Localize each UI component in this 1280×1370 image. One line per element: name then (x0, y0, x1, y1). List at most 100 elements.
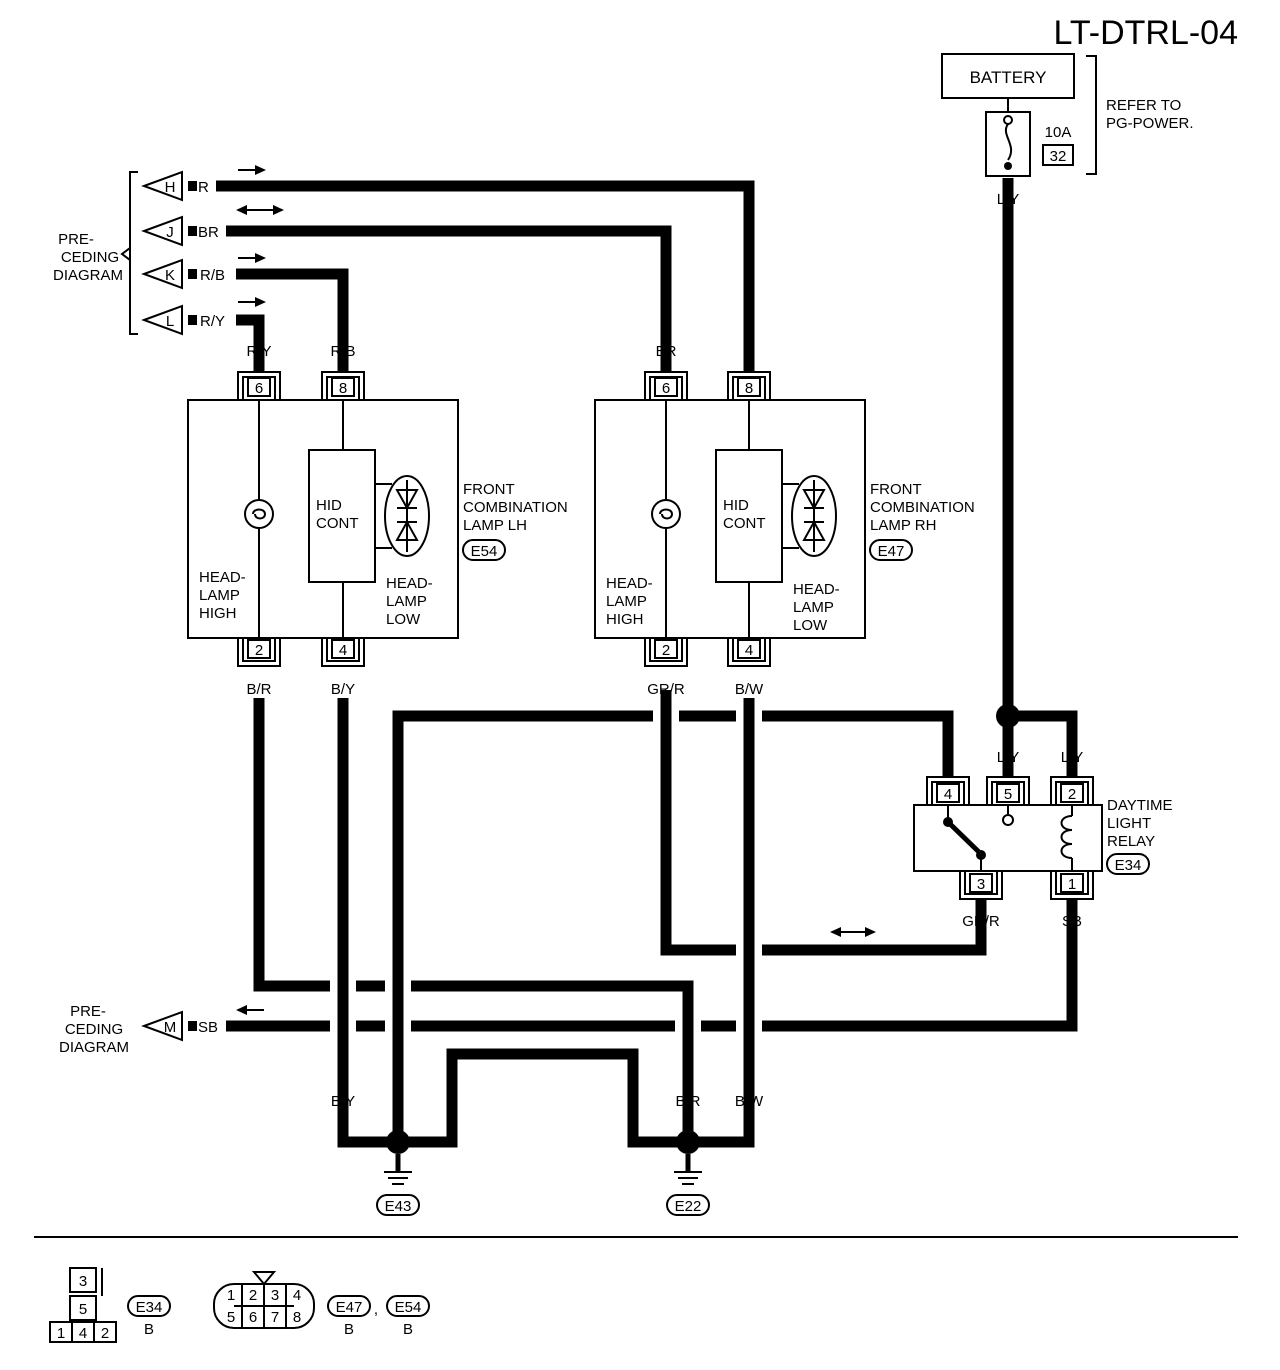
svg-text:H: H (165, 179, 176, 196)
svg-text:LAMP: LAMP (386, 593, 427, 610)
preceding-upper-2: CEDING (61, 249, 119, 266)
svg-text:3: 3 (977, 876, 985, 893)
svg-text:E34: E34 (1115, 857, 1142, 874)
connector-k: K R/B (141, 258, 225, 290)
svg-text:6: 6 (662, 380, 670, 397)
preceding-upper-3: DIAGRAM (53, 267, 123, 284)
svg-text:4: 4 (745, 642, 753, 659)
svg-text:,: , (374, 1301, 378, 1318)
fuse: 10A 32 (985, 111, 1074, 177)
ground-e43: B/Y B B E43 (331, 1093, 457, 1216)
svg-text:HEAD-: HEAD- (793, 581, 840, 598)
svg-text:LAMP LH: LAMP LH (463, 517, 527, 534)
svg-text:2: 2 (1068, 786, 1076, 803)
rh-wire-bot2: GR/R (647, 681, 685, 698)
svg-text:LIGHT: LIGHT (1107, 815, 1151, 832)
refer-line1: REFER TO (1106, 97, 1181, 114)
svg-text:SB: SB (1062, 913, 1082, 930)
svg-text:6: 6 (255, 380, 263, 397)
svg-text:L: L (166, 313, 174, 330)
battery: BATTERY (941, 53, 1075, 99)
svg-text:B/Y: B/Y (331, 1093, 355, 1110)
svg-text:E34: E34 (136, 1299, 163, 1316)
svg-text:B: B (344, 1321, 354, 1338)
refer-line2: PG-POWER. (1106, 115, 1194, 132)
fuse-number: 32 (1050, 148, 1067, 165)
svg-text:2: 2 (249, 1287, 257, 1304)
daytime-light-relay: B L/Y L/Y 4 5 2 3 1 GR/R SB DAYTIME LIGH… (913, 749, 1173, 930)
svg-text:6: 6 (249, 1309, 257, 1326)
battery-wire-color: L/Y (997, 191, 1020, 208)
ground-dot-left (386, 1130, 410, 1154)
svg-text:LAMP: LAMP (199, 587, 240, 604)
svg-text:DAYTIME: DAYTIME (1107, 797, 1173, 814)
svg-text:K: K (165, 267, 175, 284)
lh-wire-top6: R/Y (246, 343, 271, 360)
svg-text:2: 2 (255, 642, 263, 659)
svg-text:L/Y: L/Y (997, 749, 1020, 766)
preceding-lower-1: PRE- (70, 1003, 106, 1020)
preceding-lower-2: CEDING (65, 1021, 123, 1038)
svg-text:LAMP: LAMP (606, 593, 647, 610)
svg-text:COMBINATION: COMBINATION (870, 499, 975, 516)
svg-text:B: B (403, 1321, 413, 1338)
svg-text:5: 5 (79, 1301, 87, 1318)
svg-text:HIGH: HIGH (199, 605, 237, 622)
ground-e22: B B/R B/W E22 (628, 1093, 764, 1216)
svg-text:LOW: LOW (793, 617, 828, 634)
lh-wire-bot2: B/R (246, 681, 271, 698)
svg-text:E54: E54 (471, 543, 498, 560)
svg-text:HEAD-: HEAD- (199, 569, 246, 586)
svg-text:4: 4 (339, 642, 347, 659)
svg-text:8: 8 (293, 1309, 301, 1326)
svg-text:HEAD-: HEAD- (386, 575, 433, 592)
svg-text:B: B (943, 749, 953, 766)
legend-relay-connector: 3 5 1 4 2 E34 B (49, 1267, 171, 1343)
svg-text:B: B (628, 1093, 638, 1110)
svg-text:2: 2 (101, 1325, 109, 1342)
wires (216, 178, 1078, 1148)
legend-lamp-connector: 1 2 3 4 5 6 7 8 E47 , E54 B B (213, 1271, 430, 1338)
svg-text:E47: E47 (878, 543, 905, 560)
svg-text:COMBINATION: COMBINATION (463, 499, 568, 516)
svg-text:B/R: B/R (675, 1093, 700, 1110)
front-combination-lamp-lh: R/Y R/B 6 8 HID CONT HEAD- LAMP HIGH HEA… (187, 343, 568, 698)
rh-wire-top6: BR (656, 343, 677, 360)
svg-text:B: B (447, 1093, 457, 1110)
svg-text:RELAY: RELAY (1107, 833, 1155, 850)
svg-text:E43: E43 (385, 1198, 412, 1215)
svg-text:2: 2 (662, 642, 670, 659)
svg-text:CONT: CONT (723, 515, 766, 532)
svg-text:M: M (164, 1019, 177, 1036)
refer-bracket (1086, 55, 1097, 175)
connector-j: J BR (141, 215, 219, 247)
svg-text:1: 1 (57, 1325, 65, 1342)
svg-text:HIGH: HIGH (606, 611, 644, 628)
svg-text:R/B: R/B (200, 267, 225, 284)
svg-text:7: 7 (271, 1309, 279, 1326)
svg-text:1: 1 (1068, 876, 1076, 893)
svg-text:B: B (393, 1093, 403, 1110)
wires-over (337, 700, 755, 1070)
svg-text:HID: HID (316, 497, 342, 514)
page-code: LT-DTRL-04 (1053, 14, 1238, 52)
svg-text:1: 1 (227, 1287, 235, 1304)
svg-text:LAMP RH: LAMP RH (870, 517, 936, 534)
svg-text:4: 4 (79, 1325, 87, 1342)
svg-text:L/Y: L/Y (1061, 749, 1084, 766)
connector-h: H R (141, 170, 209, 202)
rh-wire-top8: R (744, 343, 755, 360)
svg-text:J: J (166, 224, 174, 241)
connector-m: M SB (141, 1010, 218, 1042)
svg-text:8: 8 (339, 380, 347, 397)
svg-text:FRONT: FRONT (870, 481, 922, 498)
svg-text:GR/R: GR/R (962, 913, 1000, 930)
junction-dot (996, 704, 1020, 728)
svg-text:4: 4 (944, 786, 952, 803)
svg-text:B/W: B/W (735, 1093, 764, 1110)
svg-text:HID: HID (723, 497, 749, 514)
lh-wire-top8: R/B (330, 343, 355, 360)
svg-text:FRONT: FRONT (463, 481, 515, 498)
preceding-bracket (120, 171, 138, 335)
